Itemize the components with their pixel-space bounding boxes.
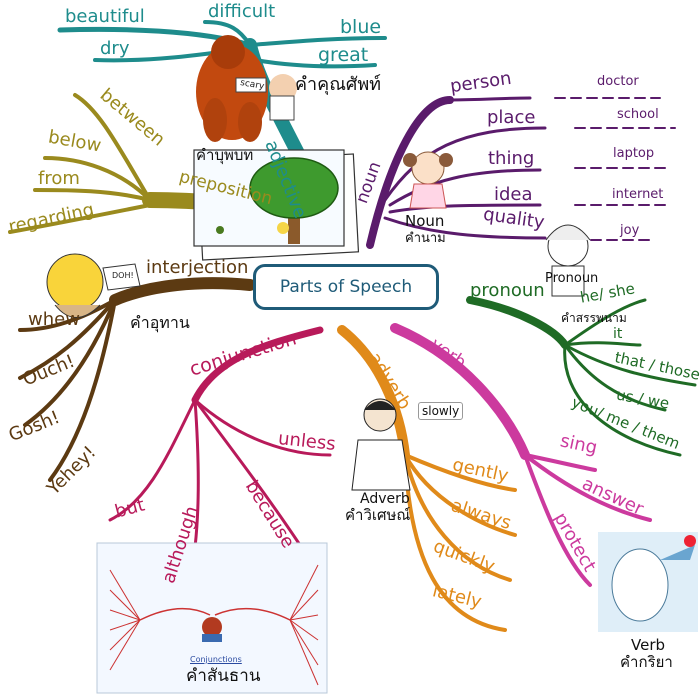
interjection-branch-lines [18, 277, 256, 482]
verb-illustration [598, 532, 698, 632]
noun-word: place [487, 107, 536, 128]
noun-branch-lines [366, 96, 676, 249]
conjunction-branch-lines [108, 326, 332, 582]
adjective-thai-label: คำคุณศัพท์ [295, 74, 382, 95]
noun-caption: Noun [405, 212, 445, 230]
adjective-word: blue [340, 16, 382, 38]
central-topic: Parts of Speech [253, 264, 439, 310]
pronoun-branch-lines [466, 296, 697, 457]
verb-caption: Verb [631, 636, 666, 654]
pronoun-caption: Pronoun [545, 271, 599, 286]
adverb-branch-lines [337, 325, 517, 632]
pronoun-word: it [613, 326, 623, 342]
noun-word: idea [494, 184, 533, 205]
adverb-caption: Adverb [360, 491, 410, 507]
noun-example: school [617, 107, 659, 122]
adjective-word: difficult [208, 1, 276, 22]
conjunctions-inset-illustration [96, 542, 328, 694]
adverb-callout: slowly [418, 402, 464, 420]
verb-branch-lines [390, 323, 652, 587]
interjection-thai-label: คำอุทาน [130, 313, 190, 332]
noun-word: thing [488, 148, 535, 169]
noun-example: internet [612, 187, 664, 202]
interjection-branch-label: interjection [146, 257, 249, 278]
verb-thai-label: คำกริยา [620, 653, 673, 671]
central-topic-label: Parts of Speech [279, 277, 413, 297]
homer-illustration [46, 253, 141, 318]
preposition-thai-label: คำบุพบท [196, 146, 254, 164]
pronoun-thai-label: คำสรรพนาม [561, 311, 627, 325]
adjective-word: great [318, 44, 369, 66]
interjection-bubble: DOH! [112, 271, 134, 280]
preposition-word: from [38, 168, 80, 189]
pronoun-branch-label: pronoun [470, 280, 545, 301]
monster-illustration [196, 35, 297, 142]
noun-girl-illustration [403, 151, 453, 209]
noun-example: joy [620, 223, 640, 238]
adverb-man-illustration [351, 398, 411, 491]
noun-thai-label: คำนาม [405, 231, 446, 246]
noun-example: laptop [613, 146, 655, 161]
conjunction-thai-label: คำสันธาน [186, 666, 261, 686]
preposition-card-illustration [193, 149, 360, 261]
interjection-word: whew [28, 309, 80, 330]
adjective-word: dry [100, 38, 130, 59]
adverb-thai-label: คำวิเศษณ์ [345, 506, 411, 524]
conjunctions-inset-title: Conjunctions [190, 655, 242, 664]
noun-example: doctor [597, 74, 639, 89]
adjective-word: beautiful [65, 6, 145, 27]
pronoun-kid-illustration [545, 224, 591, 297]
